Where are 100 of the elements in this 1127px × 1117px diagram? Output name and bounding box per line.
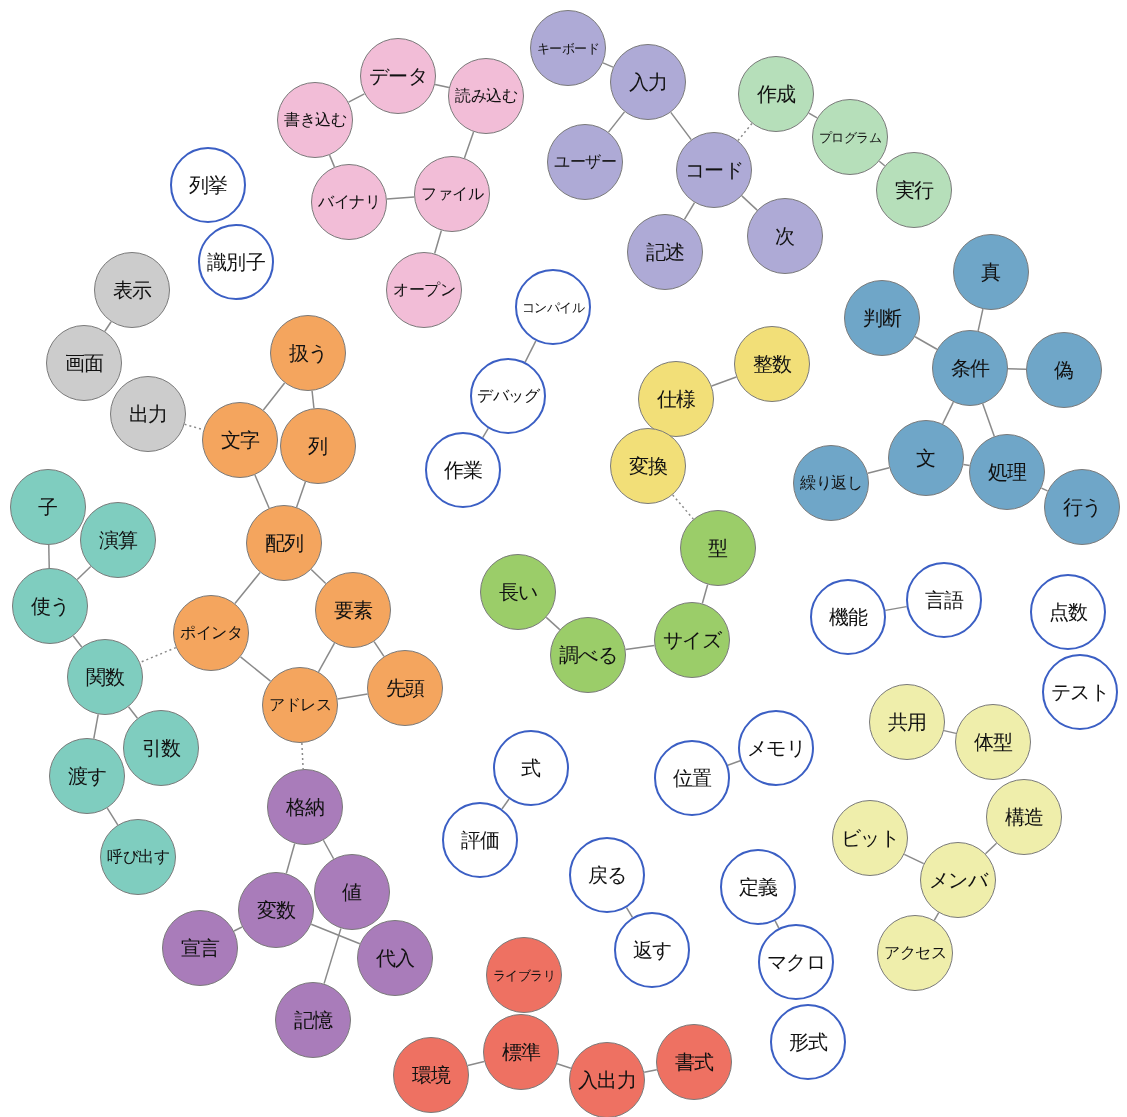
connector-line: [670, 111, 692, 141]
connector-line: [463, 131, 475, 159]
connector-line: [48, 544, 50, 569]
word-label: 要素: [333, 600, 373, 620]
word-label: 機能: [828, 607, 868, 627]
word-label: 値: [342, 882, 362, 902]
word-label: 作業: [443, 460, 483, 480]
word-label: 読み込む: [455, 88, 517, 104]
word-label: 長い: [498, 582, 538, 602]
connector-line: [386, 196, 415, 200]
word-label: 式: [521, 758, 541, 778]
connector-line: [295, 481, 307, 508]
word-label: 共用: [887, 712, 927, 732]
connector-line: [501, 798, 510, 810]
word-label: 変換: [628, 456, 668, 476]
word-label: 記述: [645, 242, 685, 262]
word-label: 変数: [256, 900, 296, 920]
connector-line: [234, 571, 261, 605]
connector-line: [254, 474, 270, 509]
word-label: 入出力: [577, 1070, 637, 1090]
connector-line: [556, 1063, 572, 1069]
connector-line: [310, 568, 327, 585]
word-label: 使う: [30, 596, 70, 616]
word-label: データ: [368, 66, 428, 86]
word-label: 画面: [64, 353, 104, 373]
connector-line: [727, 760, 741, 766]
word-label: 位置: [672, 768, 712, 788]
word-label: メモリ: [746, 738, 806, 758]
connector-line: [903, 853, 925, 865]
word-label: 扱う: [288, 343, 328, 363]
connector-line: [914, 336, 938, 350]
connector-line: [328, 154, 336, 168]
word-label: 次: [775, 226, 795, 246]
word-label: 配列: [264, 533, 304, 553]
connector-line: [93, 713, 99, 740]
word-label: 識別子: [206, 252, 266, 272]
connector-line: [884, 605, 908, 612]
word-label: コンパイル: [521, 300, 585, 314]
word-label: 書き込む: [284, 112, 346, 128]
connector-line: [867, 466, 890, 475]
word-label: 呼び出す: [107, 849, 169, 865]
word-label: 調べる: [558, 645, 618, 665]
connector-line: [467, 1060, 485, 1067]
connector-line: [347, 93, 366, 103]
connector-line: [741, 195, 758, 211]
connector-line: [683, 201, 696, 221]
word-label: 型: [708, 538, 728, 558]
connector-line: [941, 401, 955, 425]
connector-line: [625, 906, 634, 919]
word-label: バイナリ: [318, 194, 380, 210]
connector-line: [434, 83, 450, 89]
word-label: 条件: [950, 358, 990, 378]
word-label: 形式: [788, 1032, 828, 1052]
connector-line: [310, 923, 361, 945]
word-label: 構造: [1004, 807, 1044, 827]
word-label: コード: [684, 160, 744, 180]
word-label: 定義: [738, 877, 778, 897]
word-label: 演算: [98, 530, 138, 550]
connector-line: [317, 642, 336, 673]
word-label: 評価: [460, 830, 500, 850]
word-label: 体型: [973, 732, 1013, 752]
word-label: 関数: [85, 667, 125, 687]
connector-line: [643, 1068, 658, 1074]
word-circle: [314, 854, 390, 930]
connector-line: [671, 494, 695, 520]
word-label: プログラム: [818, 130, 882, 144]
word-circle: [676, 132, 752, 208]
word-label: 宣言: [180, 938, 220, 958]
connector-line: [701, 583, 709, 605]
connector-line: [323, 927, 342, 985]
connector-line: [524, 340, 537, 363]
word-label: ライブラリ: [492, 968, 556, 982]
word-label: ポインタ: [180, 625, 242, 641]
connector-line: [262, 382, 286, 411]
word-label: 真: [981, 262, 1001, 282]
connector-line: [982, 403, 995, 437]
word-label: 表示: [112, 280, 152, 300]
connector-line: [943, 729, 957, 735]
word-label: 判断: [862, 308, 902, 328]
connector-line: [76, 565, 92, 581]
connector-line: [322, 839, 335, 860]
word-label: サイズ: [662, 630, 722, 650]
word-label: 入力: [628, 72, 668, 92]
word-label: 行う: [1062, 497, 1102, 517]
word-label: 出力: [128, 404, 168, 424]
word-label: 記憶: [293, 1010, 333, 1030]
word-label: 文字: [220, 430, 260, 450]
word-label: テスト: [1050, 682, 1110, 702]
connector-line: [624, 644, 656, 651]
word-label: 処理: [987, 462, 1027, 482]
word-circle: [920, 842, 996, 918]
word-label: アクセス: [884, 945, 946, 961]
word-label: キーボード: [536, 41, 600, 55]
connector-line: [72, 635, 83, 648]
word-label: 言語: [924, 590, 964, 610]
connector-line: [433, 229, 443, 255]
word-label: 環境: [411, 1065, 451, 1085]
word-label: 渡す: [67, 766, 107, 786]
word-label: 引数: [141, 738, 181, 758]
word-label: 文: [916, 448, 936, 468]
